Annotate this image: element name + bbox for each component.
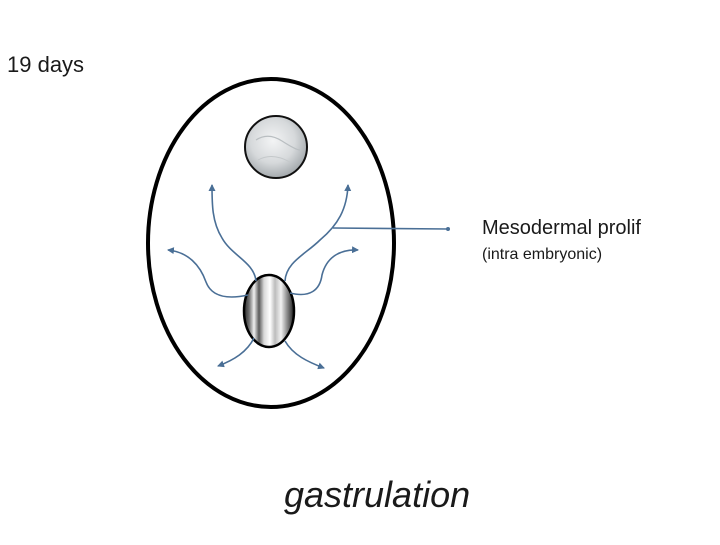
membrane-texture bbox=[257, 156, 291, 163]
oropharyngeal-membrane bbox=[244, 115, 308, 179]
membrane-texture bbox=[255, 135, 301, 151]
mesoderm-arrow-mid-right bbox=[289, 246, 359, 296]
mesoderm-arrow-lower-right bbox=[284, 340, 325, 370]
leader-line-end-dot bbox=[446, 227, 450, 231]
primitive-streak bbox=[242, 273, 296, 349]
mesoderm-arrow-upper-right bbox=[284, 184, 352, 282]
intra-embryonic-label: (intra embryonic) bbox=[482, 246, 603, 263]
age-label: 19 days bbox=[7, 52, 85, 77]
diagram-caption: gastrulation bbox=[284, 474, 471, 515]
mesoderm-arrow-upper-left bbox=[208, 184, 257, 282]
mesoderm-arrow-mid-left bbox=[167, 247, 249, 298]
label-leader-line bbox=[332, 227, 449, 230]
embryonic-disc-outline bbox=[146, 77, 396, 409]
mesoderm-arrow-lower-left bbox=[217, 337, 255, 368]
mesodermal-proliferation-label: Mesodermal prolif bbox=[482, 217, 641, 239]
